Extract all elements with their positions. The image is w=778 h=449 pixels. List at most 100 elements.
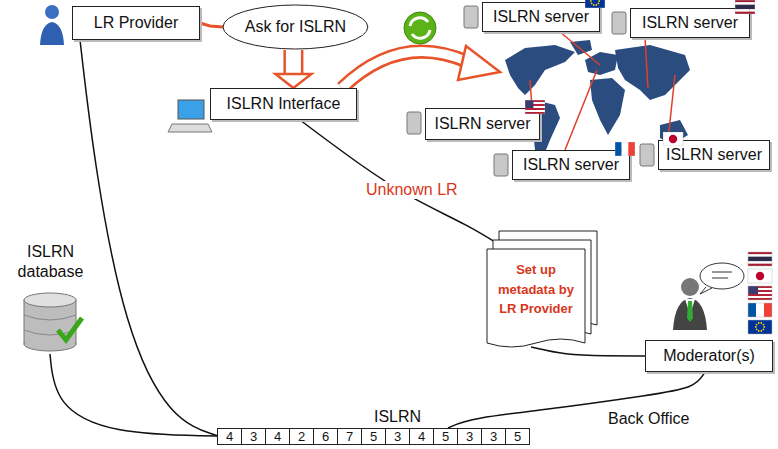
document-stack: Set up metadata by LR Provider (486, 230, 598, 352)
flag (748, 252, 772, 266)
flag-part (748, 261, 772, 263)
map-arrow (342, 46, 500, 88)
db-bands (24, 315, 76, 335)
flag-border (615, 142, 635, 156)
process-box: ISLRN server (425, 108, 540, 140)
flag-part (669, 135, 677, 143)
database-node: ISLRN database (8, 242, 93, 354)
connector-group (275, 50, 311, 88)
digit-cell: 4 (217, 428, 242, 445)
flag-star (763, 326, 765, 328)
connector-group (50, 354, 218, 436)
arrow-outline (342, 52, 468, 88)
flag-star (593, 4, 595, 6)
edge-label: Unknown LR (364, 181, 460, 199)
flag-part (756, 272, 764, 280)
flag-part (748, 294, 772, 296)
flag-star (758, 330, 760, 332)
flag-border (735, 0, 755, 14)
server-icon (464, 6, 478, 28)
flag-border (748, 320, 772, 334)
flag-border (748, 303, 772, 317)
laptop-base (168, 124, 212, 132)
node-label: ISLRN Interface (227, 95, 341, 113)
flag-part (748, 269, 772, 283)
flag-border (525, 100, 545, 114)
flag-part (748, 252, 772, 254)
moderator-head (681, 278, 699, 296)
flag-border (748, 252, 772, 266)
connector (531, 347, 645, 356)
server-icon (640, 144, 654, 166)
server-link (645, 38, 648, 88)
flag (525, 100, 545, 114)
node-label: Moderator(s) (663, 347, 755, 365)
flag-star (591, 3, 593, 5)
flag-star (760, 322, 762, 324)
continent (590, 78, 625, 135)
flag-part (764, 303, 772, 317)
digit-cell: 7 (337, 428, 362, 445)
flag-column (748, 252, 772, 334)
continent (615, 45, 690, 100)
person-head (45, 5, 59, 19)
digit-cell: 5 (505, 428, 530, 445)
continent (505, 45, 575, 95)
flag-part (748, 320, 772, 334)
person-body (40, 22, 64, 45)
server-link (668, 75, 675, 140)
flag-icon (585, 0, 605, 8)
process-box: ISLRN Interface (210, 88, 357, 120)
node-label: Ask for ISLRN (245, 18, 346, 36)
refresh-icon (404, 12, 436, 44)
flag-star (598, 0, 600, 2)
continent (585, 52, 618, 75)
server-link (560, 32, 600, 65)
server-links (530, 32, 675, 150)
flag-part (756, 303, 764, 317)
flag-star (756, 324, 758, 326)
flag-star (595, 4, 597, 6)
moderator-icon (673, 263, 744, 330)
speech-lines (700, 272, 732, 294)
flag-star (755, 326, 757, 328)
flag-icon (615, 142, 635, 156)
flag-border (663, 132, 683, 146)
connector (200, 23, 223, 27)
free-label: Back Office (606, 410, 692, 428)
flag-part (735, 5, 755, 10)
process-box: ISLRN server (630, 8, 750, 38)
node-label: ISLRN server (434, 115, 530, 133)
flag-border (748, 269, 772, 283)
arrow-head (458, 46, 500, 80)
process-box: ISLRN server (512, 150, 630, 180)
refresh-circle (404, 12, 436, 44)
flag-part (525, 110, 545, 112)
connector (283, 50, 303, 74)
flag-part (748, 264, 772, 266)
flag-part (748, 296, 772, 298)
laptop-icon (168, 100, 212, 132)
refresh-arrows (410, 18, 430, 38)
flag-star (590, 0, 592, 2)
connector-fill (286, 50, 301, 74)
connector-group (200, 23, 223, 27)
connector-group (448, 372, 705, 428)
flag-part (748, 286, 758, 294)
process-box: ISLRN server (482, 2, 600, 32)
node-label: ISLRN server (493, 8, 589, 26)
flag-part (735, 2, 755, 4)
digit-cell: 4 (409, 428, 434, 445)
flag-border (585, 0, 605, 8)
process-box: ISLRN server (658, 140, 770, 170)
flag-star (597, 3, 599, 5)
connector (448, 372, 705, 428)
digit-cell: 6 (313, 428, 338, 445)
server-link (565, 70, 597, 150)
flag (748, 320, 772, 334)
number-strip: 4342675345335 (218, 428, 543, 445)
flag-part (585, 0, 605, 8)
digit-cell: 4 (265, 428, 290, 445)
flag-part (735, 0, 755, 2)
